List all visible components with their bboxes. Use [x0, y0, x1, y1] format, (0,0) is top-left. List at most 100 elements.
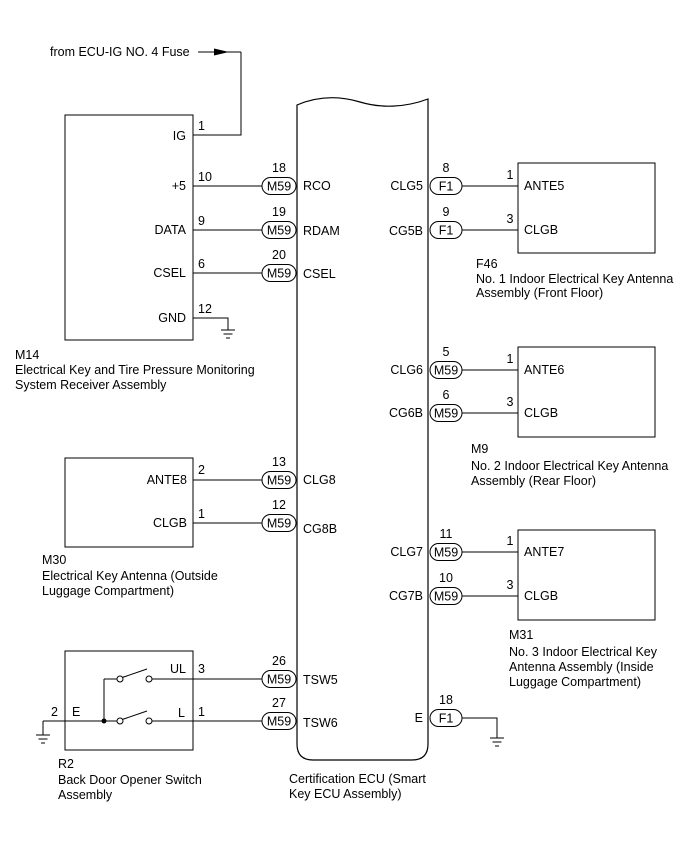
- connector-oval: [261, 264, 297, 282]
- m14-pin-5v-number: 10: [198, 170, 212, 184]
- m31-antenna-assembly: 1 ANTE7 3 CLGB M31 No. 3 Indoor Electric…: [507, 529, 658, 689]
- connector-oval: [261, 221, 297, 239]
- ecu-pin-number: 6: [443, 388, 450, 402]
- m30-name-line-1: Electrical Key Antenna (Outside: [42, 569, 218, 583]
- ecu-name-line-2: Key ECU Assembly): [289, 787, 402, 801]
- connector-code: M59: [267, 474, 291, 488]
- m14-code: M14: [15, 348, 39, 362]
- ecu-pin-number: 12: [272, 498, 286, 512]
- r2-pin-l-number: 1: [198, 705, 205, 719]
- ecu-pin-number: 20: [272, 248, 286, 262]
- m30-code: M30: [42, 553, 66, 567]
- m14-box: [64, 114, 194, 341]
- f46-antenna-assembly: 1 ANTE5 3 CLGB F46 No. 1 Indoor Electric…: [476, 162, 673, 300]
- switch-contact: [116, 675, 124, 683]
- ecu-terminal-label: CSEL: [303, 267, 336, 281]
- ecu-pin-number: 18: [272, 161, 286, 175]
- r2-terminal-ul-label: UL: [170, 662, 186, 676]
- r2-terminal-l-label: L: [178, 706, 185, 720]
- ecu-right-row-cg7b: 10 M59 CG7B: [389, 571, 518, 605]
- ecu-terminal-label: TSW5: [303, 673, 338, 687]
- m9-name-line-1: No. 2 Indoor Electrical Key Antenna: [471, 459, 668, 473]
- m31-pin-ante7-number: 1: [507, 534, 514, 548]
- r2-switch-assembly: UL 3 L 1 E 2 R2 Back Door Opener Switch …: [36, 650, 262, 802]
- ecu-pin-number: 18: [439, 693, 453, 707]
- ig-wire: [193, 52, 242, 136]
- m14-name-line-1: Electrical Key and Tire Pressure Monitor…: [15, 363, 255, 377]
- ecu-terminal-label: CG7B: [389, 589, 423, 603]
- connector-code: M59: [434, 407, 458, 421]
- m9-antenna-assembly: 1 ANTE6 3 CLGB M9 No. 2 Indoor Electrica…: [471, 346, 668, 488]
- m31-pin-clgb-number: 3: [507, 578, 514, 592]
- ecu-pin-number: 5: [443, 345, 450, 359]
- r2-pin-ul-number: 3: [198, 662, 205, 676]
- ecu-ground-wire: [462, 717, 498, 738]
- m30-antenna-assembly: ANTE8 2 CLGB 1 M30 Electrical Key Antenn…: [42, 457, 262, 598]
- r2-name-line-1: Back Door Opener Switch: [58, 773, 202, 787]
- ecu-terminal-label: CG6B: [389, 406, 423, 420]
- ecu-pin-number: 26: [272, 654, 286, 668]
- m14-terminal-gnd-label: GND: [158, 311, 186, 325]
- connector-code: F1: [439, 712, 454, 726]
- ecu-terminal-label: E: [415, 711, 423, 725]
- m9-name-line-2: Assembly (Rear Floor): [471, 474, 596, 488]
- m14-pin-gnd-number: 12: [198, 302, 212, 316]
- m30-pin-clgb-number: 1: [198, 507, 205, 521]
- switch-contact: [145, 717, 153, 725]
- switch-blade: [122, 668, 148, 678]
- m14-terminal-ig-label: IG: [173, 129, 186, 143]
- connector-code: F1: [439, 224, 454, 238]
- ecu-pin-number: 11: [440, 527, 453, 541]
- arrow-right-icon: [214, 48, 229, 56]
- m31-box: [517, 529, 656, 621]
- m30-terminal-clgb-label: CLGB: [153, 516, 187, 530]
- m9-code: M9: [471, 442, 488, 456]
- m31-name-line-2: Antenna Assembly (Inside: [509, 660, 654, 674]
- m9-pin-ante6-number: 1: [507, 352, 514, 366]
- m14-terminal-csel-label: CSEL: [153, 266, 186, 280]
- ecu-terminal-label: CLG6: [390, 363, 423, 377]
- ecu-pin-number: 8: [443, 161, 450, 175]
- ecu-left-row-clg8: 13 M59 CLG8: [261, 455, 336, 489]
- r2-terminal-e-label: E: [72, 705, 80, 719]
- ecu-right-row-clg7: 11 M59 CLG7: [390, 527, 518, 561]
- m31-name-line-1: No. 3 Indoor Electrical Key: [509, 645, 658, 659]
- m9-terminal-clgb-label: CLGB: [524, 406, 558, 420]
- switch-blade: [122, 710, 148, 720]
- m30-pin-ante8-number: 2: [198, 463, 205, 477]
- m31-name-line-3: Luggage Compartment): [509, 675, 641, 689]
- f46-code: F46: [476, 257, 498, 271]
- ecu-body: [296, 97, 429, 761]
- connector-code: M59: [267, 224, 291, 238]
- f46-terminal-ante5-label: ANTE5: [524, 179, 564, 193]
- ecu-left-row-csel: 20 M59 CSEL: [261, 248, 336, 282]
- m9-terminal-ante6-label: ANTE6: [524, 363, 564, 377]
- connector-code: M59: [434, 590, 458, 604]
- ecu-pin-number: 19: [272, 205, 286, 219]
- switch-contact: [145, 675, 153, 683]
- f46-pin-clgb-number: 3: [507, 212, 514, 226]
- m14-terminal-5v-label: +5: [172, 179, 186, 193]
- ecu-right-row-clg5: 8 F1 CLG5: [390, 161, 518, 195]
- ecu-left-row-tsw6: 27 M59 TSW6: [261, 696, 338, 730]
- ground-icon: [490, 737, 504, 747]
- r2-name-line-2: Assembly: [58, 788, 113, 802]
- ecu-left-row-rdam: 19 M59 RDAM: [261, 205, 340, 239]
- f46-pin-ante5-number: 1: [507, 168, 514, 182]
- f46-box: [517, 162, 656, 254]
- ecu-terminal-label: CG5B: [389, 224, 423, 238]
- m30-name-line-2: Luggage Compartment): [42, 584, 174, 598]
- ecu-terminal-label: RDAM: [303, 224, 340, 238]
- f46-name-line-1: No. 1 Indoor Electrical Key Antenna: [476, 272, 673, 286]
- ecu-ig-fuse-feed: from ECU-IG NO. 4 Fuse: [50, 45, 242, 136]
- ecu-terminal-label: CLG7: [390, 545, 423, 559]
- ground-icon: [221, 329, 235, 339]
- connector-code: F1: [439, 180, 454, 194]
- ecu-terminal-label: CG8B: [303, 522, 337, 536]
- m30-terminal-ante8-label: ANTE8: [147, 473, 187, 487]
- r2-box: [64, 650, 194, 751]
- m9-pin-clgb-number: 3: [507, 395, 514, 409]
- ecu-right-row-e: 18 F1 E: [415, 693, 504, 747]
- ecu-terminal-label: TSW6: [303, 716, 338, 730]
